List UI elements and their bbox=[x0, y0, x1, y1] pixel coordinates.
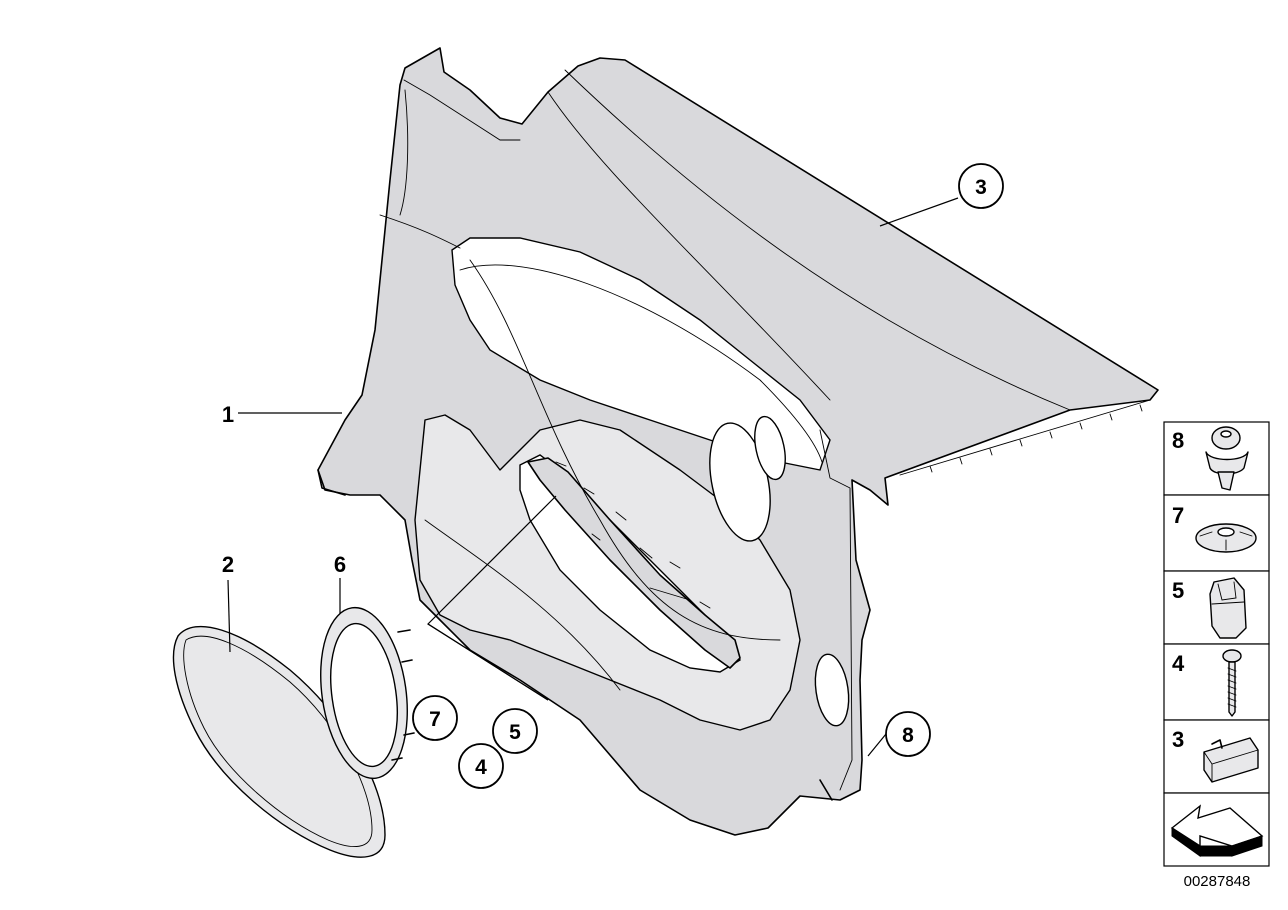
callout-4-circle bbox=[458, 743, 504, 789]
direction-arrow-icon bbox=[1170, 804, 1264, 857]
callout-6: 6 bbox=[334, 552, 346, 577]
clip-icon bbox=[1203, 737, 1259, 783]
callout-5-circle bbox=[492, 708, 538, 754]
parts-legend: 8 7 5 bbox=[1163, 421, 1270, 867]
legend-row-5: 5 bbox=[1163, 570, 1270, 645]
legend-row-8: 8 bbox=[1163, 421, 1270, 496]
callout-4: 4 bbox=[458, 743, 504, 789]
callout-2-label: 2 bbox=[222, 552, 234, 577]
callout-4-label: 4 bbox=[475, 756, 487, 779]
legend-row-arrow bbox=[1163, 792, 1270, 867]
speaker-grille bbox=[172, 625, 386, 858]
spring-washer-icon bbox=[1195, 523, 1257, 553]
legend-row-4: 4 bbox=[1163, 643, 1270, 721]
callout-8-label: 8 bbox=[902, 724, 914, 747]
callout-7-circle bbox=[412, 695, 458, 741]
legend-row-3: 3 bbox=[1163, 719, 1270, 794]
expanding-nut-icon bbox=[1209, 577, 1247, 639]
speaker-ring bbox=[320, 606, 415, 780]
legend-number-4: 4 bbox=[1172, 651, 1185, 676]
legend-number-5: 5 bbox=[1172, 578, 1184, 603]
legend-number-3: 3 bbox=[1172, 727, 1184, 752]
legend-box-4 bbox=[1163, 643, 1270, 721]
legend-row-7: 7 bbox=[1163, 494, 1270, 572]
leader-lines bbox=[227, 197, 959, 757]
callout-7-label: 7 bbox=[429, 708, 441, 731]
document-number: 00287848 bbox=[1184, 873, 1251, 890]
legend-number-7: 7 bbox=[1172, 503, 1184, 528]
legend-number-8: 8 bbox=[1172, 428, 1184, 453]
callout-2: 2 bbox=[222, 552, 234, 577]
callout-1-label: 1 bbox=[222, 402, 234, 427]
callout-5-label: 5 bbox=[509, 721, 521, 744]
screw-icon bbox=[1222, 649, 1242, 717]
callout-3: 3 bbox=[958, 163, 1004, 209]
side-trim-panel bbox=[317, 47, 1159, 836]
callout-8: 8 bbox=[885, 711, 931, 757]
callout-3-circle bbox=[958, 163, 1004, 209]
callout-1: 1 bbox=[222, 402, 234, 427]
callout-5: 5 bbox=[492, 708, 538, 754]
callout-8-circle bbox=[885, 711, 931, 757]
callout-7: 7 bbox=[412, 695, 458, 741]
callout-3-label: 3 bbox=[975, 176, 987, 199]
callout-6-label: 6 bbox=[334, 552, 346, 577]
push-rivet-icon bbox=[1205, 426, 1249, 491]
